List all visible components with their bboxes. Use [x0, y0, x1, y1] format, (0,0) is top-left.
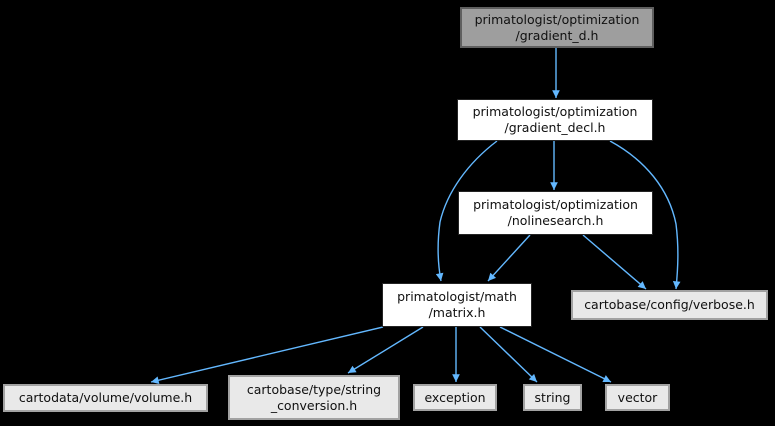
node-gradient-decl-h[interactable]: primatologist/optimization /gradient_dec…: [457, 99, 653, 141]
node-gradient-d-h: primatologist/optimization /gradient_d.h: [460, 7, 654, 48]
edge-nolinesearch-to-matrix: [487, 234, 531, 282]
edge-matrix-to-string-conversion: [347, 326, 424, 374]
node-matrix-h[interactable]: primatologist/math /matrix.h: [382, 283, 532, 327]
edge-matrix-to-string: [479, 326, 538, 383]
edge-matrix-to-vector: [499, 326, 612, 383]
edge-nolinesearch-to-verbose: [582, 234, 647, 290]
node-volume-h[interactable]: cartodata/volume/volume.h: [3, 384, 208, 412]
edge-gradient-decl-to-matrix: [435, 140, 498, 282]
node-string[interactable]: string: [523, 384, 582, 411]
node-exception[interactable]: exception: [413, 384, 497, 411]
node-string-conversion-h[interactable]: cartobase/type/string _conversion.h: [228, 375, 400, 420]
node-vector[interactable]: vector: [605, 384, 670, 411]
edge-matrix-to-volume: [150, 326, 384, 384]
edge-gradient-decl-to-verbose: [609, 140, 681, 290]
node-verbose-h[interactable]: cartobase/config/verbose.h: [571, 290, 768, 320]
node-nolinesearch-h[interactable]: primatologist/optimization /nolinesearch…: [458, 191, 653, 235]
